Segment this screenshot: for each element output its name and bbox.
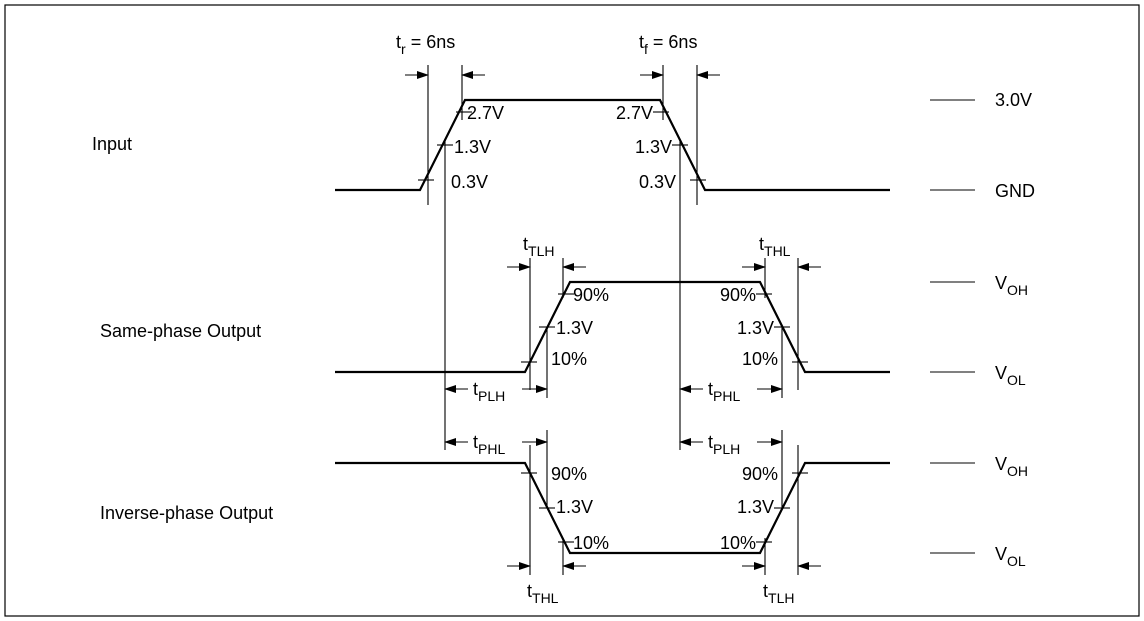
level-label-3v: 3.0V: [995, 90, 1032, 110]
timing-label-tr: tr = 6ns: [396, 32, 455, 57]
timing-label-tf: tf = 6ns: [639, 32, 697, 57]
timing-label-inverse-thl: tTHL: [527, 581, 559, 606]
threshold-same-rise-90: 90%: [573, 285, 609, 305]
input-waveform: [335, 98, 890, 192]
threshold-ticks: [418, 111, 808, 543]
timing-label-inverse-tphl: tPHL: [473, 432, 505, 457]
timing-label-inverse-tplh: tPLH: [708, 432, 740, 457]
level-label-inverse-voh: VOH: [995, 454, 1028, 479]
threshold-inverse-fall-10: 10%: [573, 533, 609, 553]
level-label-same-voh: VOH: [995, 273, 1028, 298]
timing-label-same-tphl: tPHL: [708, 379, 740, 404]
signal-label-inverse-phase: Inverse-phase Output: [100, 503, 273, 523]
signal-label-same-phase: Same-phase Output: [100, 321, 261, 341]
threshold-same-fall-13: 1.3V: [737, 318, 774, 338]
threshold-inverse-rise-13: 1.3V: [737, 497, 774, 517]
threshold-input-rise-03: 0.3V: [451, 172, 488, 192]
threshold-inverse-fall-90: 90%: [551, 464, 587, 484]
level-label-inverse-vol: VOL: [995, 544, 1026, 569]
signal-label-input: Input: [92, 134, 132, 154]
level-label-same-vol: VOL: [995, 363, 1026, 388]
timing-arrows: [405, 71, 821, 570]
threshold-input-fall-03: 0.3V: [639, 172, 676, 192]
threshold-inverse-fall-13: 1.3V: [556, 497, 593, 517]
level-label-gnd: GND: [995, 181, 1035, 201]
timing-label-same-tplh: tPLH: [473, 379, 505, 404]
same-phase-waveform: [335, 280, 890, 374]
threshold-input-rise-13: 1.3V: [454, 137, 491, 157]
threshold-input-rise-27: 2.7V: [467, 103, 504, 123]
timing-label-same-thl: tTHL: [759, 234, 791, 259]
inverse-phase-waveform: [335, 461, 890, 555]
timing-label-same-tlh: tTLH: [523, 234, 554, 259]
threshold-input-fall-13: 1.3V: [635, 137, 672, 157]
threshold-inverse-rise-90: 90%: [742, 464, 778, 484]
threshold-same-rise-13: 1.3V: [556, 318, 593, 338]
diagram-frame: [4, 4, 1140, 617]
threshold-same-fall-10: 10%: [742, 349, 778, 369]
level-dashes: [930, 99, 975, 554]
threshold-inverse-rise-10: 10%: [720, 533, 756, 553]
threshold-same-fall-90: 90%: [720, 285, 756, 305]
timing-label-inverse-tlh: tTLH: [763, 581, 794, 606]
threshold-input-fall-27: 2.7V: [616, 103, 653, 123]
threshold-same-rise-10: 10%: [551, 349, 587, 369]
